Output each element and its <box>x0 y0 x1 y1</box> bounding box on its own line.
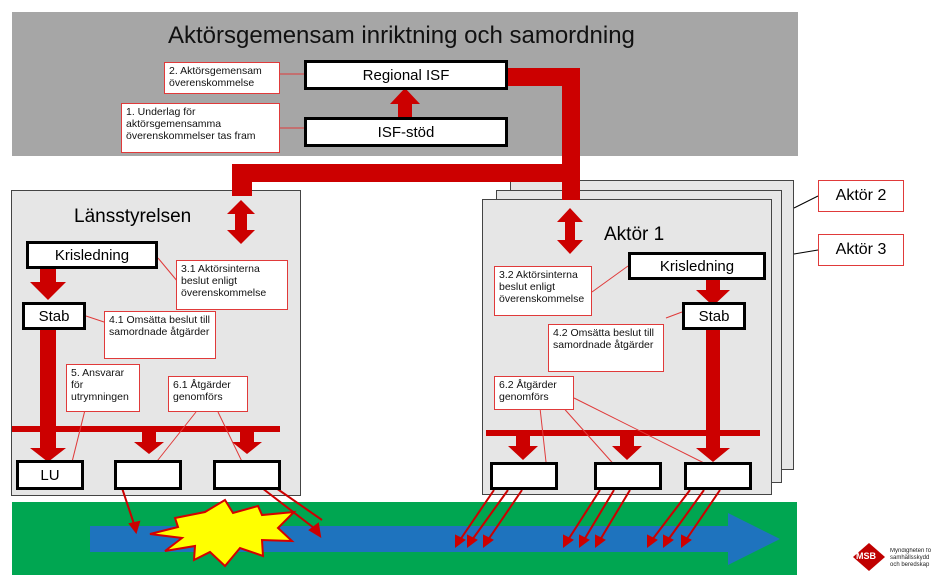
lst-distribution-bar <box>12 426 280 432</box>
arrow-to-lansstyrelsen <box>232 156 580 196</box>
arrow-a1-krisledning-stab <box>696 278 730 306</box>
arrow-lst-stab-lu <box>30 330 66 462</box>
isf-stod-box: ISF-stöd <box>304 117 508 147</box>
note-1: 1. Underlag för aktörsgemensamma överens… <box>121 103 280 153</box>
arrow-isf-up <box>390 88 420 117</box>
note-6-1: 6.1 Åtgärder genomförs <box>168 376 248 412</box>
a1-stab-box: Stab <box>682 302 746 330</box>
arrow-a1-bar-2 <box>612 436 642 460</box>
a1-action-box-3 <box>684 462 752 490</box>
note-6-2: 6.2 Åtgärder genomförs <box>494 376 574 410</box>
arrow-lst-bar-1 <box>134 432 164 454</box>
lst-stab-box: Stab <box>22 302 86 330</box>
logo-text: Myndigheten för samhällsskydd och bereds… <box>890 548 931 569</box>
arrow-lst-bar-2 <box>232 432 262 454</box>
aktor2-leader <box>793 195 819 209</box>
logo-line-2: samhällsskydd <box>890 555 930 561</box>
lst-lu-box: LU <box>16 460 84 490</box>
lst-krisledning-box: Krisledning <box>26 241 158 269</box>
logo-line-3: och beredskap <box>890 562 930 568</box>
note-3-1: 3.1 Aktörsinterna beslut enligt överensk… <box>176 260 288 310</box>
note-2: 2. Aktörsgemensam överenskommelse <box>164 62 280 94</box>
logo-line-1: Myndigheten för <box>890 548 931 554</box>
ground-impact-arrows <box>121 487 721 548</box>
lst-action-box-1 <box>114 460 182 490</box>
arrow-a1-bar-1 <box>508 436 538 460</box>
a1-action-box-1 <box>490 462 558 490</box>
aktor2-label: Aktör 2 <box>818 180 904 212</box>
double-arrow-lansstyrelsen <box>227 200 255 244</box>
arrow-lst-krisledning-stab <box>30 268 66 300</box>
note-5: 5. Ansvarar för utrymningen <box>66 364 140 412</box>
lst-action-box-2 <box>213 460 281 490</box>
arrow-a1-stab-box <box>696 330 730 462</box>
note-4-2: 4.2 Omsätta beslut till samordnade åtgär… <box>548 324 664 372</box>
aktor1-title: Aktör 1 <box>604 224 665 245</box>
regional-isf-box: Regional ISF <box>304 60 508 90</box>
aktor3-leader <box>793 249 819 255</box>
lansstyrelsen-title: Länsstyrelsen <box>74 206 192 227</box>
msb-logo-mark <box>853 543 885 571</box>
a1-krisledning-box: Krisledning <box>628 252 766 280</box>
a1-distribution-bar <box>486 430 760 436</box>
explosion-icon <box>149 498 297 568</box>
note-3-2: 3.2 Aktörsinterna beslut enligt överensk… <box>494 266 592 316</box>
page-title: Aktörsgemensam inriktning och samordning <box>168 22 635 49</box>
a1-action-box-2 <box>594 462 662 490</box>
logo-abbr: MSB <box>856 551 876 561</box>
aktor3-label: Aktör 3 <box>818 234 904 266</box>
double-arrow-aktor1 <box>557 208 583 254</box>
msb-logo-icon: MSB <box>852 542 886 572</box>
note-4-1: 4.1 Omsätta beslut till samordnade åtgär… <box>104 311 216 359</box>
